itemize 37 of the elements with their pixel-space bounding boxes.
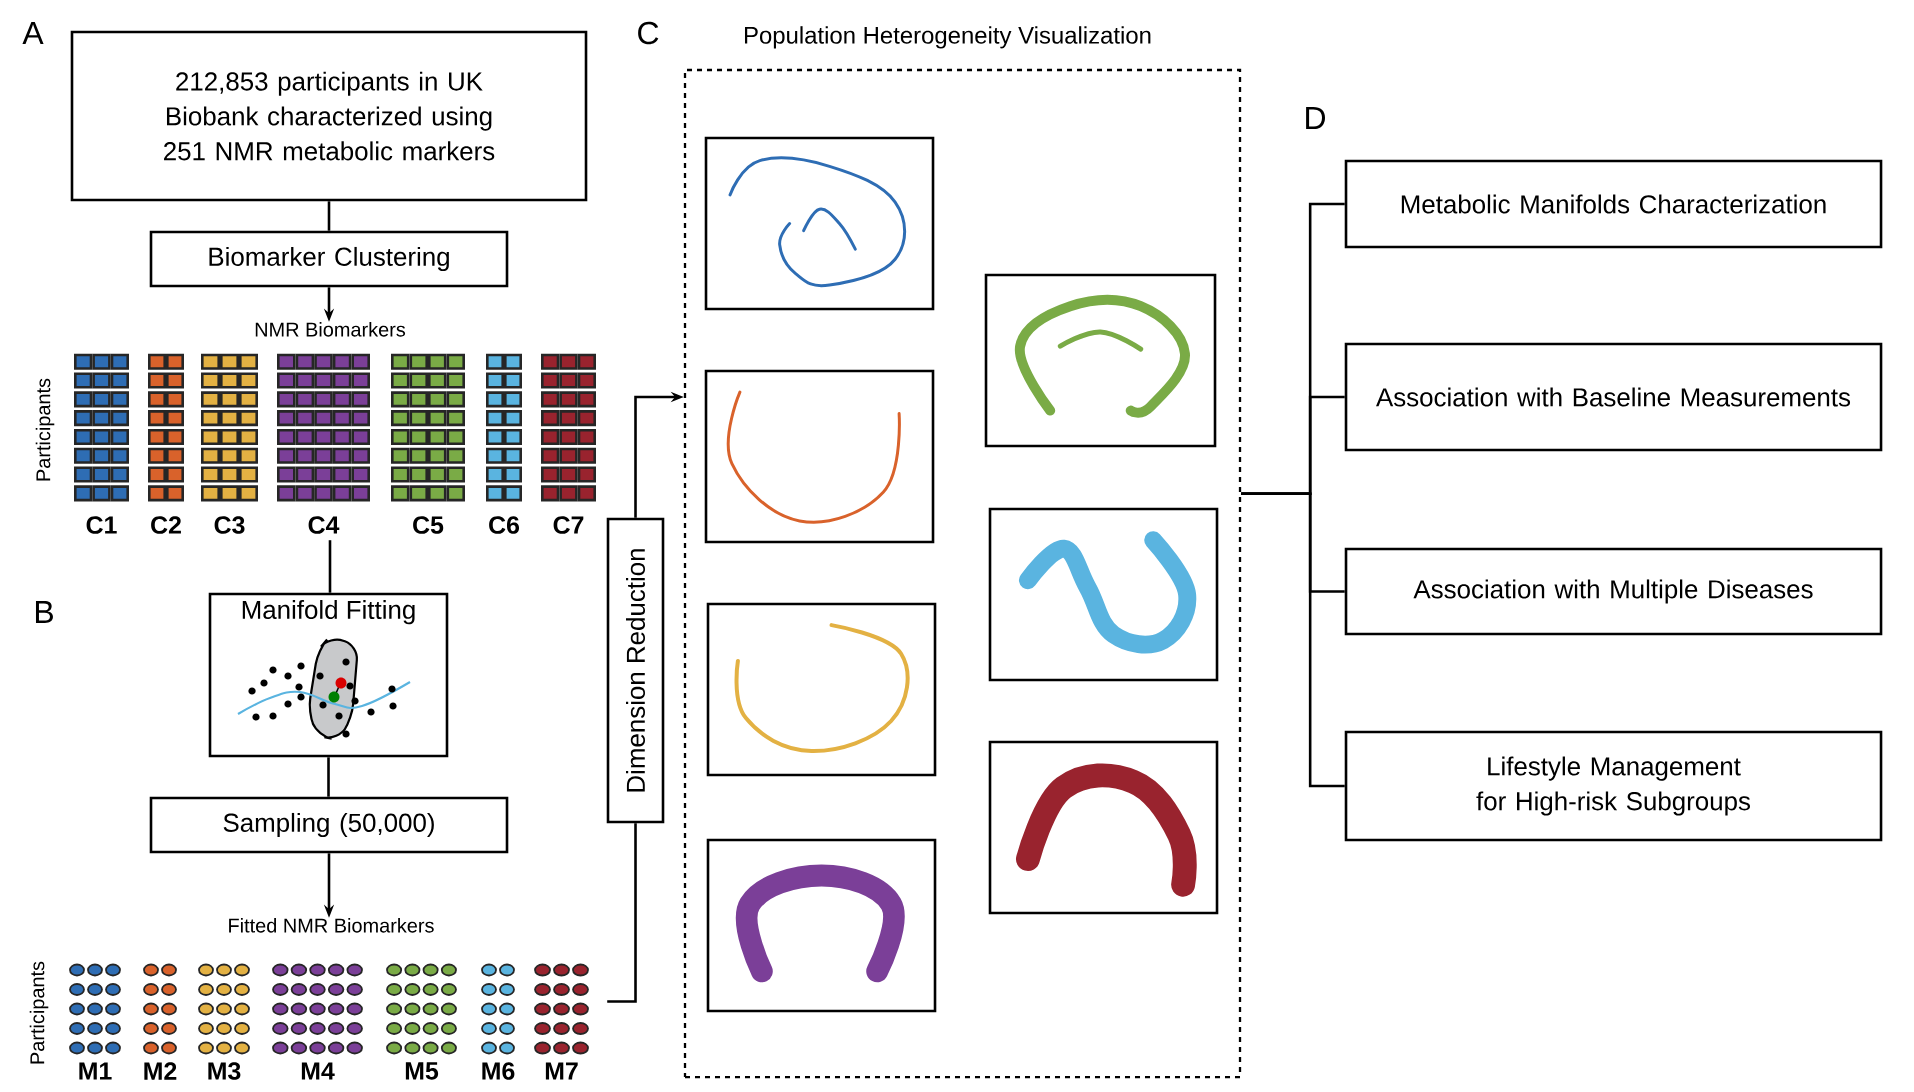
process-box: Manifold Fitting: [208, 592, 449, 758]
plot-frame: [706, 602, 937, 777]
outcome-box: Association with Baseline Measurements: [1344, 342, 1883, 452]
cluster-label: C4: [308, 516, 340, 534]
plot-frame: [988, 740, 1219, 915]
cluster-label: C7: [553, 516, 584, 534]
process-box: Dimension Reduction: [606, 517, 665, 824]
axis-label: Participants: [29, 961, 49, 1064]
process-box: Sampling (50,000): [149, 796, 509, 854]
plot-frame: [704, 136, 935, 311]
cluster-label: C5: [413, 516, 444, 534]
connector: [327, 201, 331, 231]
connector: [1241, 492, 1345, 788]
cluster-label: C3: [214, 516, 245, 534]
heatmap-heading: NMR Biomarkers: [255, 322, 406, 337]
connector: [327, 757, 330, 797]
process-box: Biomarker Clustering: [149, 230, 509, 288]
panel-letter: D: [1306, 107, 1325, 129]
panel-letter: C: [638, 21, 659, 45]
plot-frame: [706, 838, 937, 1013]
dashed-panel: [683, 26, 1242, 1079]
plot-frame: [988, 507, 1219, 682]
plot-frame: [984, 273, 1217, 448]
outcome-box: Metabolic Manifolds Characterization: [1344, 159, 1883, 249]
panel-letter: B: [36, 601, 53, 623]
axis-label: Participants: [35, 378, 55, 481]
panel-letter: A: [22, 22, 44, 44]
plot-frame: [704, 369, 935, 544]
heatmap-heading: Fitted NMR Biomarkers: [229, 918, 434, 933]
cluster-label: C2: [151, 516, 181, 534]
outcome-box: Lifestyle Management for High-risk Subgroups: [1344, 730, 1883, 842]
panel-title: Population Heterogeneity Visualization: [745, 26, 1151, 49]
cluster-label: C6: [489, 516, 519, 534]
connector: [607, 823, 637, 1003]
outcome-box: Association with Multiple Diseases: [1344, 547, 1883, 636]
text-box: 212,853 participants in UK Biobank characterized using 251 NMR metabolic markers: [70, 30, 588, 202]
connector: [328, 540, 332, 593]
